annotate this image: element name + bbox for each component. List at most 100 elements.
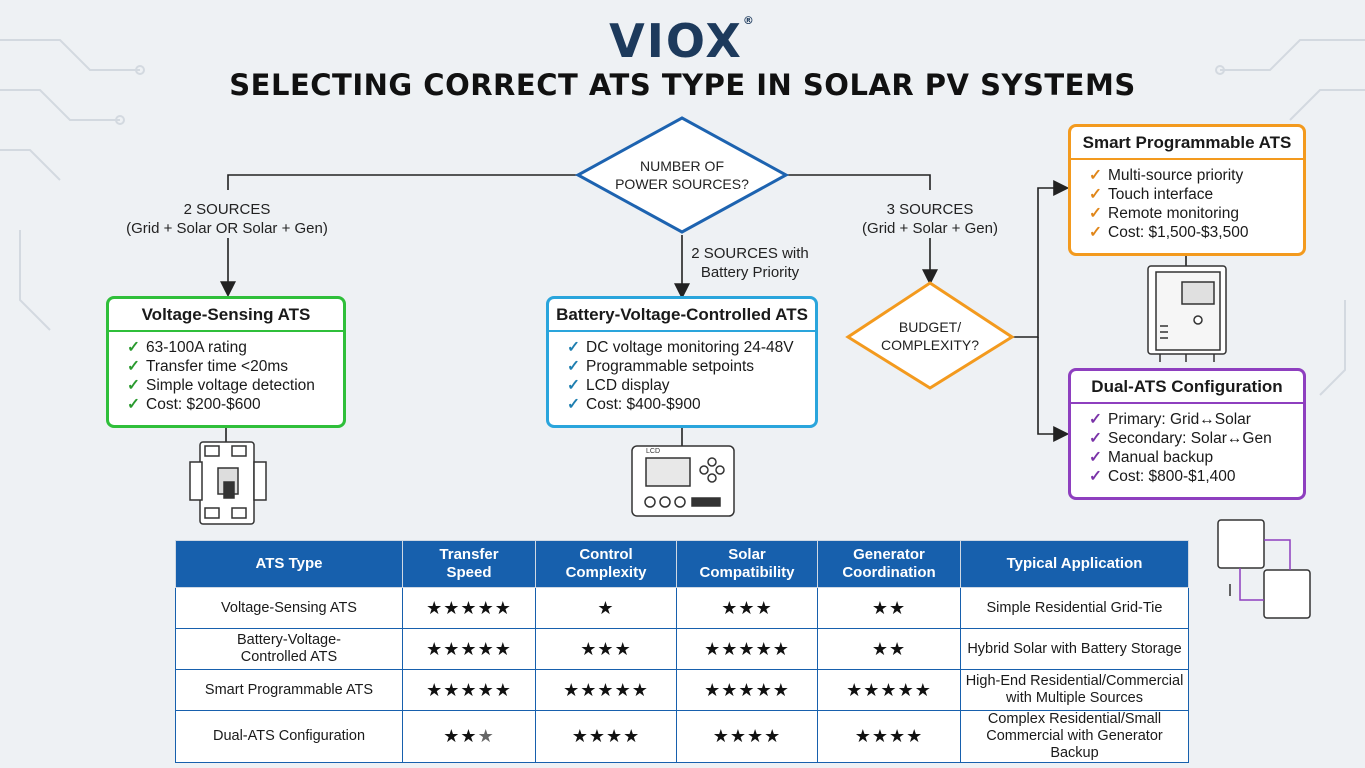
box-battery-voltage-controlled-ats: Battery-Voltage-Controlled ATS ✓DC volta… [546, 296, 818, 428]
cell-control-complexity-rating: ★★★ [535, 628, 677, 670]
cell-solar-compatibility-rating: ★★★ [676, 587, 818, 629]
decision-budget-line-1: BUDGET/ [898, 319, 962, 335]
box-title: Voltage-Sensing ATS [109, 299, 343, 332]
star-icon: ★ [623, 726, 641, 746]
feature-item: ✓Cost: $400-$900 [567, 395, 815, 414]
feature-item: ✓63-100A rating [127, 338, 343, 357]
star-icon: ★ [772, 638, 790, 659]
check-icon: ✓ [567, 396, 580, 413]
star-icon: ★ [764, 726, 782, 746]
star-icon: ★ [460, 726, 478, 746]
cell-ats-type: Dual-ATS Configuration [175, 710, 403, 763]
check-icon: ✓ [567, 339, 580, 356]
check-icon: ✓ [1089, 186, 1102, 203]
feature-item: ✓Cost: $1,500-$3,500 [1089, 223, 1303, 242]
page-title: SELECTING CORRECT ATS TYPE IN SOLAR PV S… [229, 68, 1136, 102]
star-icon: ★ [597, 679, 615, 700]
feature-item: ✓Cost: $800-$1,400 [1089, 467, 1303, 486]
check-icon: ✓ [1089, 411, 1102, 428]
star-icon: ★ [863, 679, 881, 700]
decision-main-line-2: POWER SOURCES? [615, 176, 749, 192]
star-icon: ★ [871, 597, 889, 618]
feature-text: Simple voltage detection [146, 377, 315, 394]
circuit-background-pattern [0, 39, 1365, 396]
check-icon: ✓ [567, 377, 580, 394]
check-icon: ✓ [127, 396, 140, 413]
cell-text: Battery-Voltage- [237, 632, 341, 648]
table-row: Voltage-Sensing ATS★★★★★★★★★★★Simple Res… [175, 587, 1189, 629]
star-icon: ★ [755, 638, 773, 659]
cell-control-complexity-rating: ★★★★ [535, 710, 677, 763]
cell-control-complexity-rating: ★ [535, 587, 677, 629]
star-icon: ★ [889, 638, 907, 659]
cell-typical-application: Hybrid Solar with Battery Storage [960, 628, 1189, 670]
cell-control-complexity-rating: ★★★★★ [535, 669, 677, 711]
star-icon: ★ [426, 679, 444, 700]
cell-text: Hybrid Solar with Battery Storage [967, 640, 1182, 657]
cell-generator-coordination-rating: ★★ [817, 587, 961, 629]
box-voltage-sensing-ats: Voltage-Sensing ATS ✓63-100A rating ✓ Tra… [106, 296, 346, 428]
star-icon: ★ [914, 679, 932, 700]
feature-item: ✓Remote monitoring [1089, 204, 1303, 223]
feature-text: Primary: Grid↔Solar [1108, 411, 1251, 428]
star-icon: ★ [854, 726, 872, 746]
star-icon: ★ [614, 638, 632, 659]
cell-text: with Multiple Sources [1006, 690, 1143, 706]
star-icon: ★ [738, 638, 756, 659]
lcd-label: LCD [646, 448, 661, 455]
cell-solar-compatibility-rating: ★★★★★ [676, 669, 818, 711]
star-icon: ★ [494, 679, 512, 700]
star-icon: ★ [460, 679, 478, 700]
decision-main-label: NUMBER OF POWER SOURCES? [600, 157, 764, 193]
box-title: Battery-Voltage-Controlled ATS [549, 299, 815, 332]
decision-main-line-1: NUMBER OF [640, 158, 724, 174]
star-icon: ★ [580, 638, 598, 659]
branch-middle-line-2: Battery Priority [700, 264, 800, 281]
star-icon: ★ [704, 679, 722, 700]
check-icon: ✓ [1089, 468, 1102, 485]
logo-registered-mark: ® [742, 14, 756, 27]
cell-text: Voltage-Sensing ATS [221, 599, 357, 616]
decision-budget-line-2: COMPLEXITY? [880, 337, 980, 353]
decision-budget-label: BUDGET/ COMPLEXITY? [862, 318, 998, 354]
cell-ats-type: Battery-Voltage-Controlled ATS [175, 628, 403, 670]
box-title: Smart Programmable ATS [1071, 127, 1303, 160]
cell-text: Dual-ATS Configuration [212, 728, 366, 744]
star-icon: ★ [571, 726, 589, 746]
feature-text: Cost: $1,500-$3,500 [1108, 224, 1249, 241]
star-icon: ★ [606, 726, 624, 746]
star-icon: ★ [588, 726, 606, 746]
cell-ats-type: Voltage-Sensing ATS [175, 587, 403, 629]
feature-item: ✓Manual backup [1089, 448, 1303, 467]
star-icon: ★ [772, 679, 790, 700]
feature-item: ✓ Primary: Grid↔Solar [1089, 410, 1303, 429]
viox-logo: VIOX® [0, 14, 1365, 68]
star-icon: ★ [704, 638, 722, 659]
box-dual-ats-configuration: Dual-ATS Configuration ✓Primary: Grid↔So… [1068, 368, 1306, 500]
feature-text: Secondary: Solar↔Gen [1108, 430, 1272, 447]
cabinet-enclosure-icon [1147, 265, 1227, 362]
table-row: Battery-Voltage-Controlled ATS★★★★★★★★★★… [175, 628, 1189, 670]
branch-right-label: 3 SOURCES (Grid + Solar + Gen) [846, 200, 1014, 238]
check-icon: ✓ [1089, 167, 1102, 184]
star-icon: ★ [880, 679, 898, 700]
feature-text: Transfer time <20ms [146, 358, 288, 375]
cell-solar-compatibility-rating: ★★★★★ [676, 628, 818, 670]
feature-item: ✓LCD display [567, 376, 815, 395]
star-icon: ★ [712, 726, 730, 746]
star-icon: ★ [906, 726, 924, 746]
box-feature-list: ✓Multi-source priority ✓Touch interface … [1071, 160, 1303, 242]
connector-budget-lower [1037, 337, 1070, 442]
decision-diamond-main [574, 116, 790, 234]
feature-item: ✓Cost: $200-$600 [127, 395, 343, 414]
star-icon: ★ [563, 679, 581, 700]
star-icon: ★ [871, 638, 889, 659]
star-icon: ★ [738, 679, 756, 700]
cell-text: Complex Residential/Small [987, 711, 1162, 727]
star-icon: ★ [477, 726, 495, 746]
cell-transfer-speed-rating: ★★★★★ [402, 669, 536, 711]
